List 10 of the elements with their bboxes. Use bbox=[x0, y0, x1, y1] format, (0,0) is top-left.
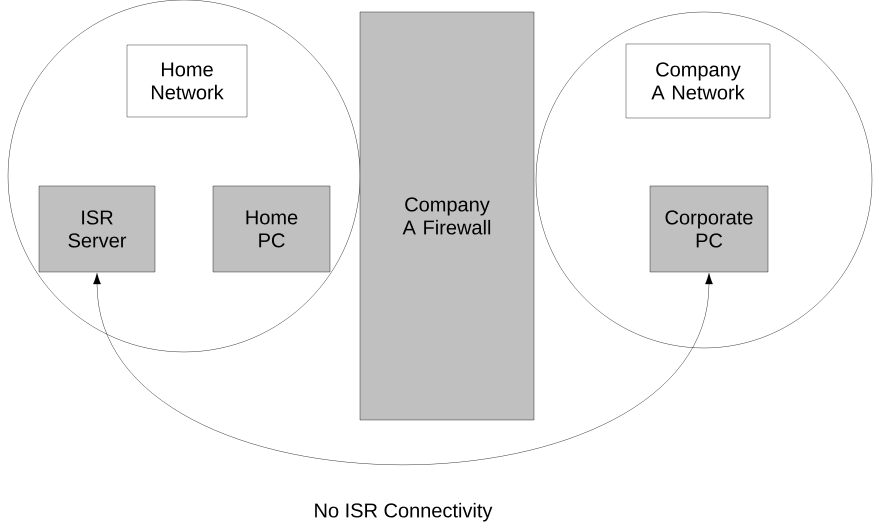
label-box: Company A Network bbox=[626, 44, 770, 118]
computer-box: Home PC bbox=[212, 186, 330, 272]
network-circle bbox=[8, 0, 360, 352]
edge-label: No ISR Connectivity bbox=[315, 502, 492, 522]
firewall-box: Company A Firewall bbox=[360, 12, 534, 420]
curved-arrow bbox=[93, 272, 713, 466]
server-box: ISR Server bbox=[38, 186, 156, 272]
computer-box: Corporate PC bbox=[650, 186, 768, 272]
label-box: Home Network bbox=[126, 44, 248, 118]
network-circle bbox=[536, 12, 872, 348]
